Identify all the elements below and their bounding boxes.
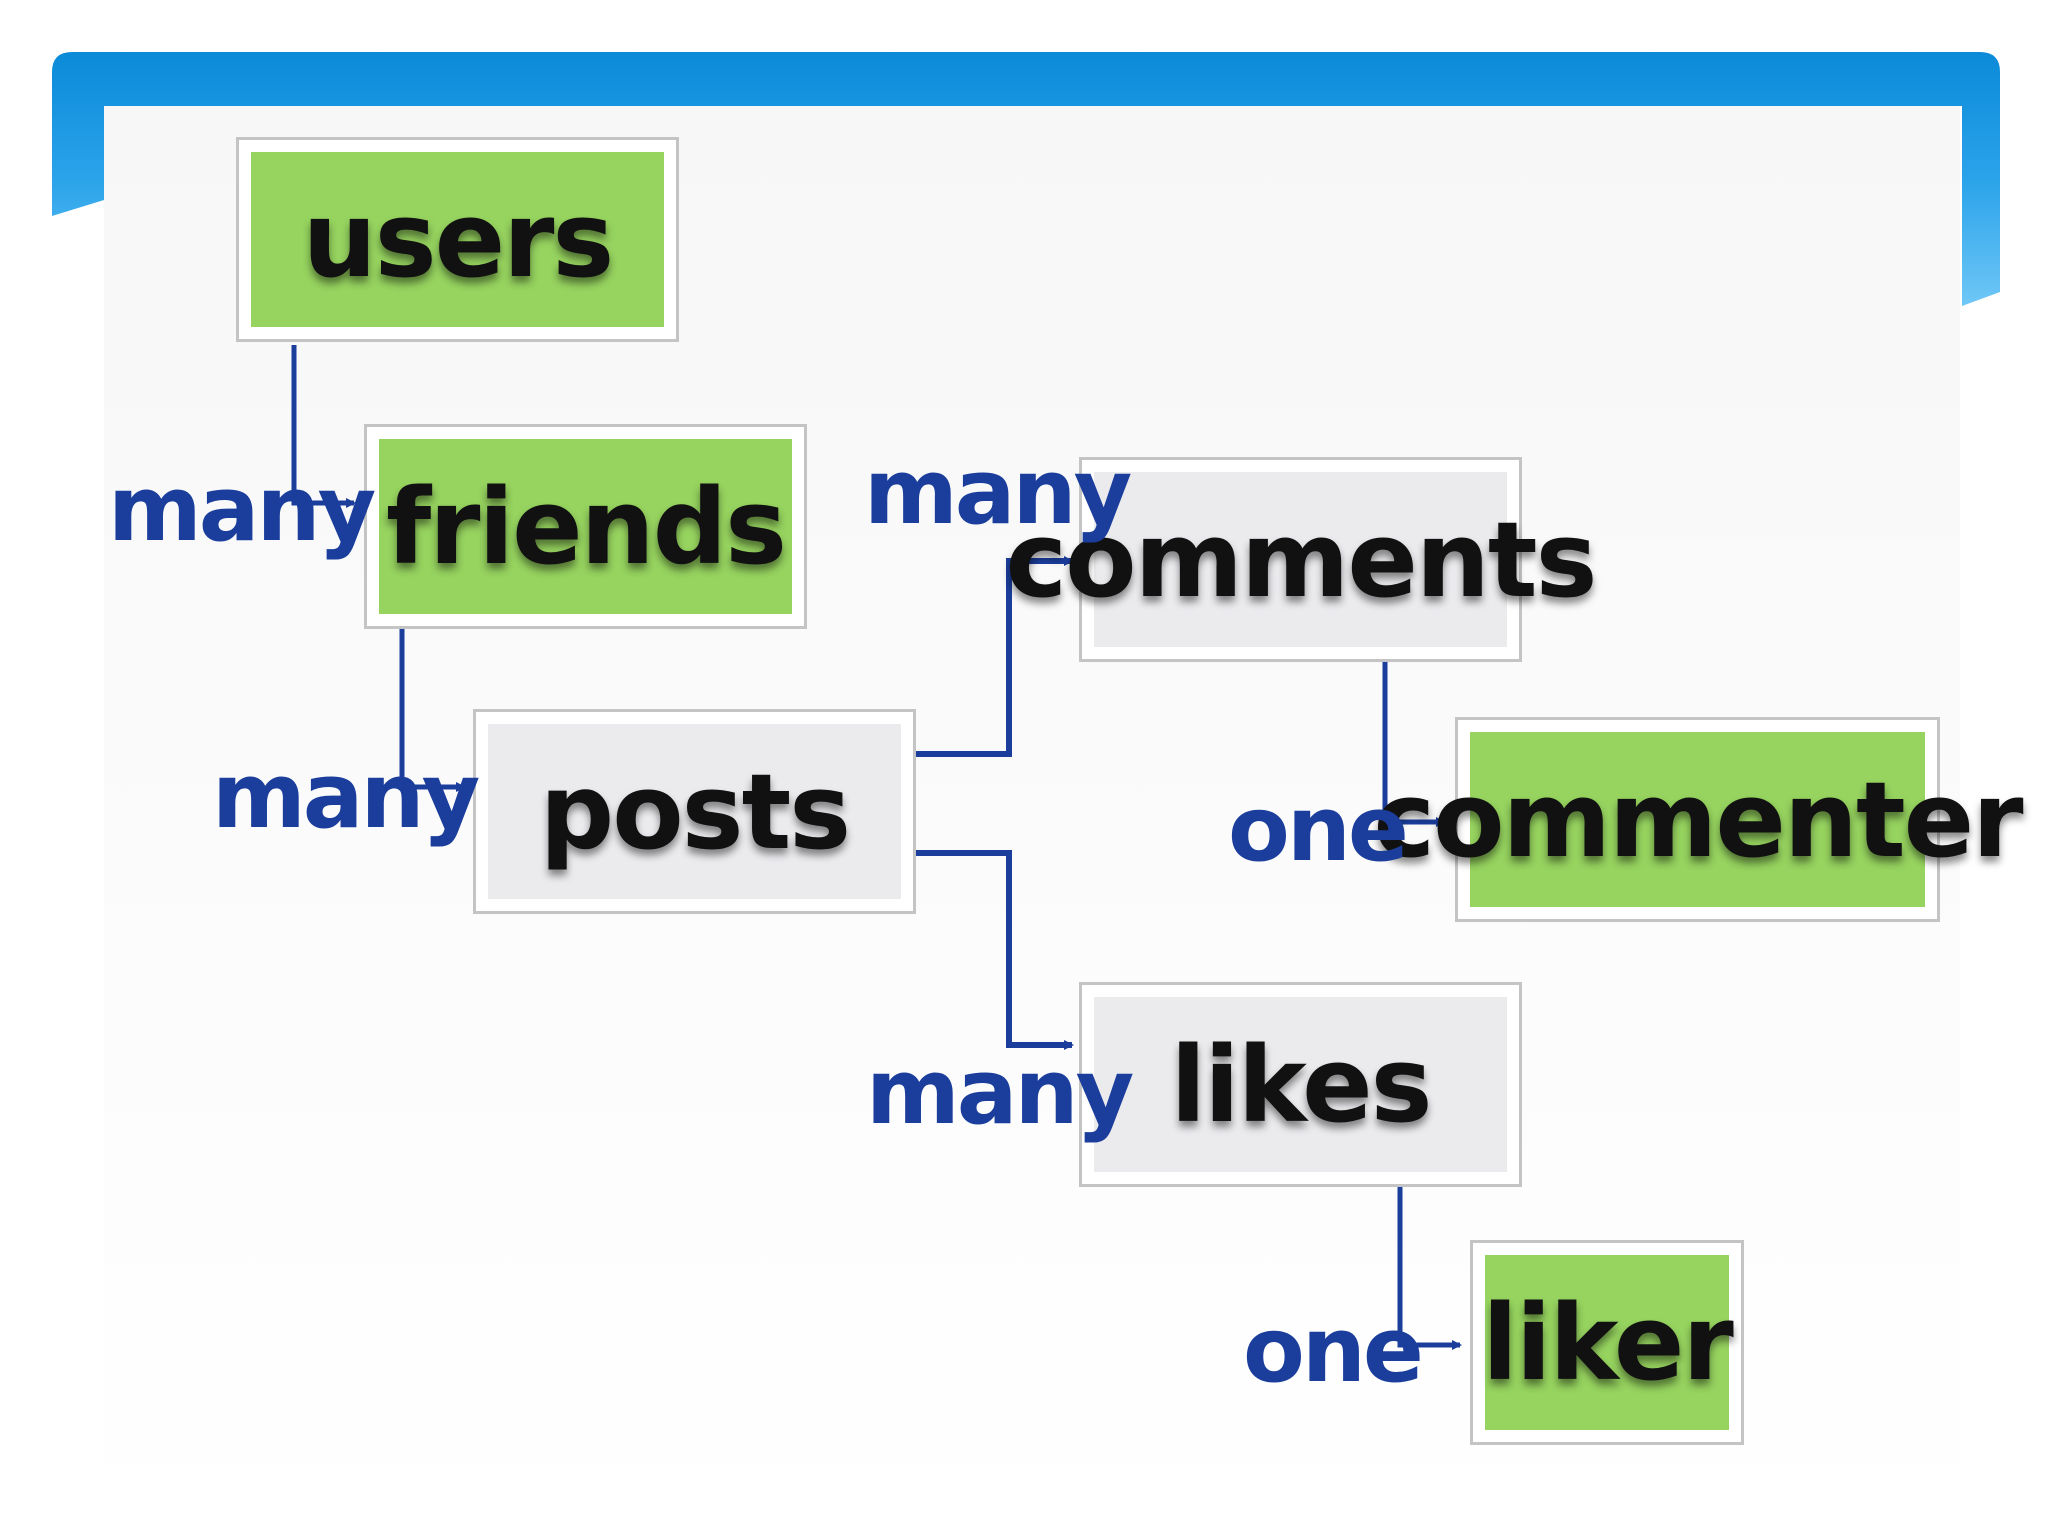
entity-friends-label: friends xyxy=(379,439,792,614)
entity-friends: friends xyxy=(364,424,807,629)
entity-comments: comments xyxy=(1005,457,1598,662)
entity-posts-label: posts xyxy=(488,724,901,899)
entity-commenter-label: commenter xyxy=(1374,732,2023,907)
entity-users-label: users xyxy=(251,152,664,327)
entity-likes: likes xyxy=(1079,982,1522,1187)
connector-friends-posts xyxy=(399,628,466,792)
entity-likes-label: likes xyxy=(1094,997,1507,1172)
entity-liker-label: liker xyxy=(1482,1255,1734,1430)
label-users-friends: many xyxy=(108,457,376,562)
connector-comments-commenter xyxy=(1382,662,1446,827)
label-likes-liker: one xyxy=(1243,1298,1424,1403)
label-posts-likes: many xyxy=(866,1040,1134,1145)
top-banner xyxy=(52,52,2000,306)
entity-posts: posts xyxy=(473,709,916,914)
label-friends-posts: many xyxy=(212,744,480,849)
connector-posts-comments xyxy=(916,556,1074,757)
banner-shape xyxy=(52,52,2000,306)
label-posts-comments: many xyxy=(864,440,1132,545)
connector-users-friends xyxy=(291,345,356,508)
connector-likes-liker xyxy=(1397,1187,1462,1350)
entity-liker: liker xyxy=(1470,1240,1744,1445)
entity-comments-label: comments xyxy=(1005,472,1598,647)
label-comments-commenter: one xyxy=(1228,777,1409,882)
entity-users: users xyxy=(236,137,679,342)
entity-commenter: commenter xyxy=(1374,717,2023,922)
connector-posts-likes xyxy=(916,850,1074,1050)
